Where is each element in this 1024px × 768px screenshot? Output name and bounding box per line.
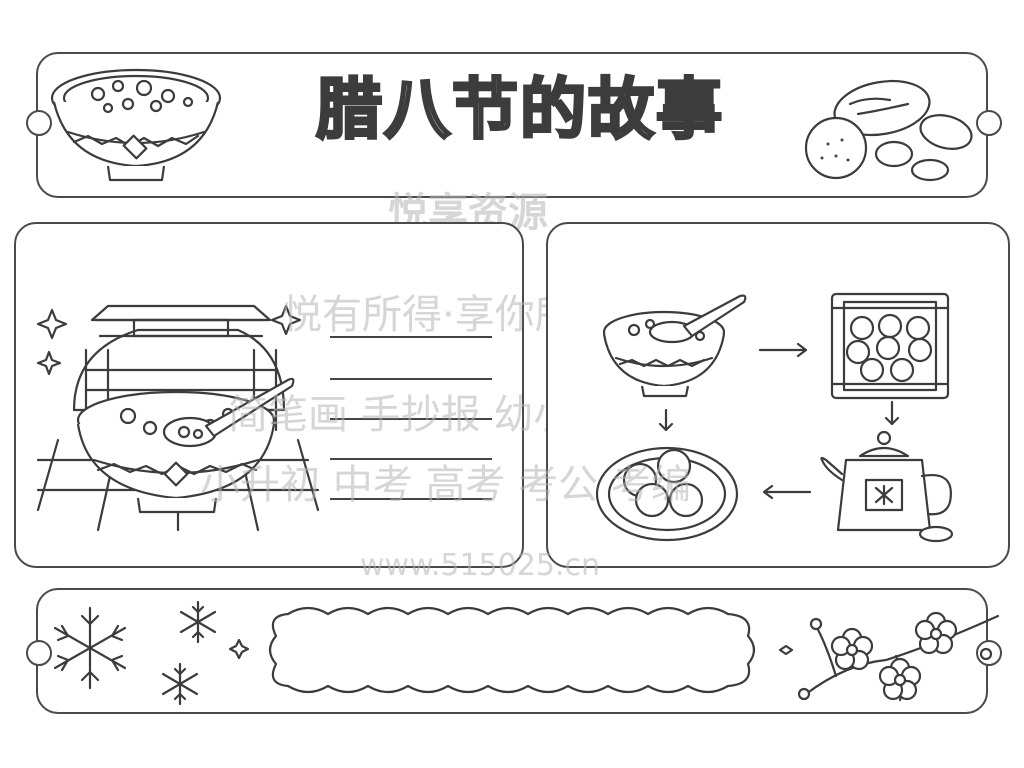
watermark-url: www.515025.cn <box>360 548 600 583</box>
arrow-right-icon <box>758 342 808 358</box>
cloud-text-box[interactable] <box>268 606 756 694</box>
writing-line[interactable] <box>330 378 492 380</box>
arrow-left-icon <box>762 484 812 500</box>
arrow-down-icon <box>658 408 674 432</box>
porridge-bowl-icon <box>602 294 747 398</box>
writing-line[interactable] <box>330 336 492 338</box>
writing-line[interactable] <box>330 418 492 420</box>
watermark-line2: 小升初 中考 高考 考公 考编 <box>200 462 691 508</box>
writing-line[interactable] <box>330 498 492 500</box>
footer-left-ornament <box>26 640 52 666</box>
banner-left-ornament <box>26 110 52 136</box>
banner-right-ornament <box>976 110 1002 136</box>
dates-and-beans-icon <box>804 79 973 182</box>
steamer-buns-icon <box>830 292 950 400</box>
dumpling-plate-icon <box>595 446 739 542</box>
writing-line[interactable] <box>330 458 492 460</box>
teapot-icon <box>820 430 954 543</box>
plum-blossom-icon <box>778 611 1000 702</box>
arrow-down-icon <box>884 400 900 426</box>
page-title: 腊八节的故事 <box>315 70 724 150</box>
porridge-bowl-icon <box>50 68 222 182</box>
temple-and-porridge-icon <box>36 304 320 532</box>
snowflake-icon <box>53 600 250 706</box>
